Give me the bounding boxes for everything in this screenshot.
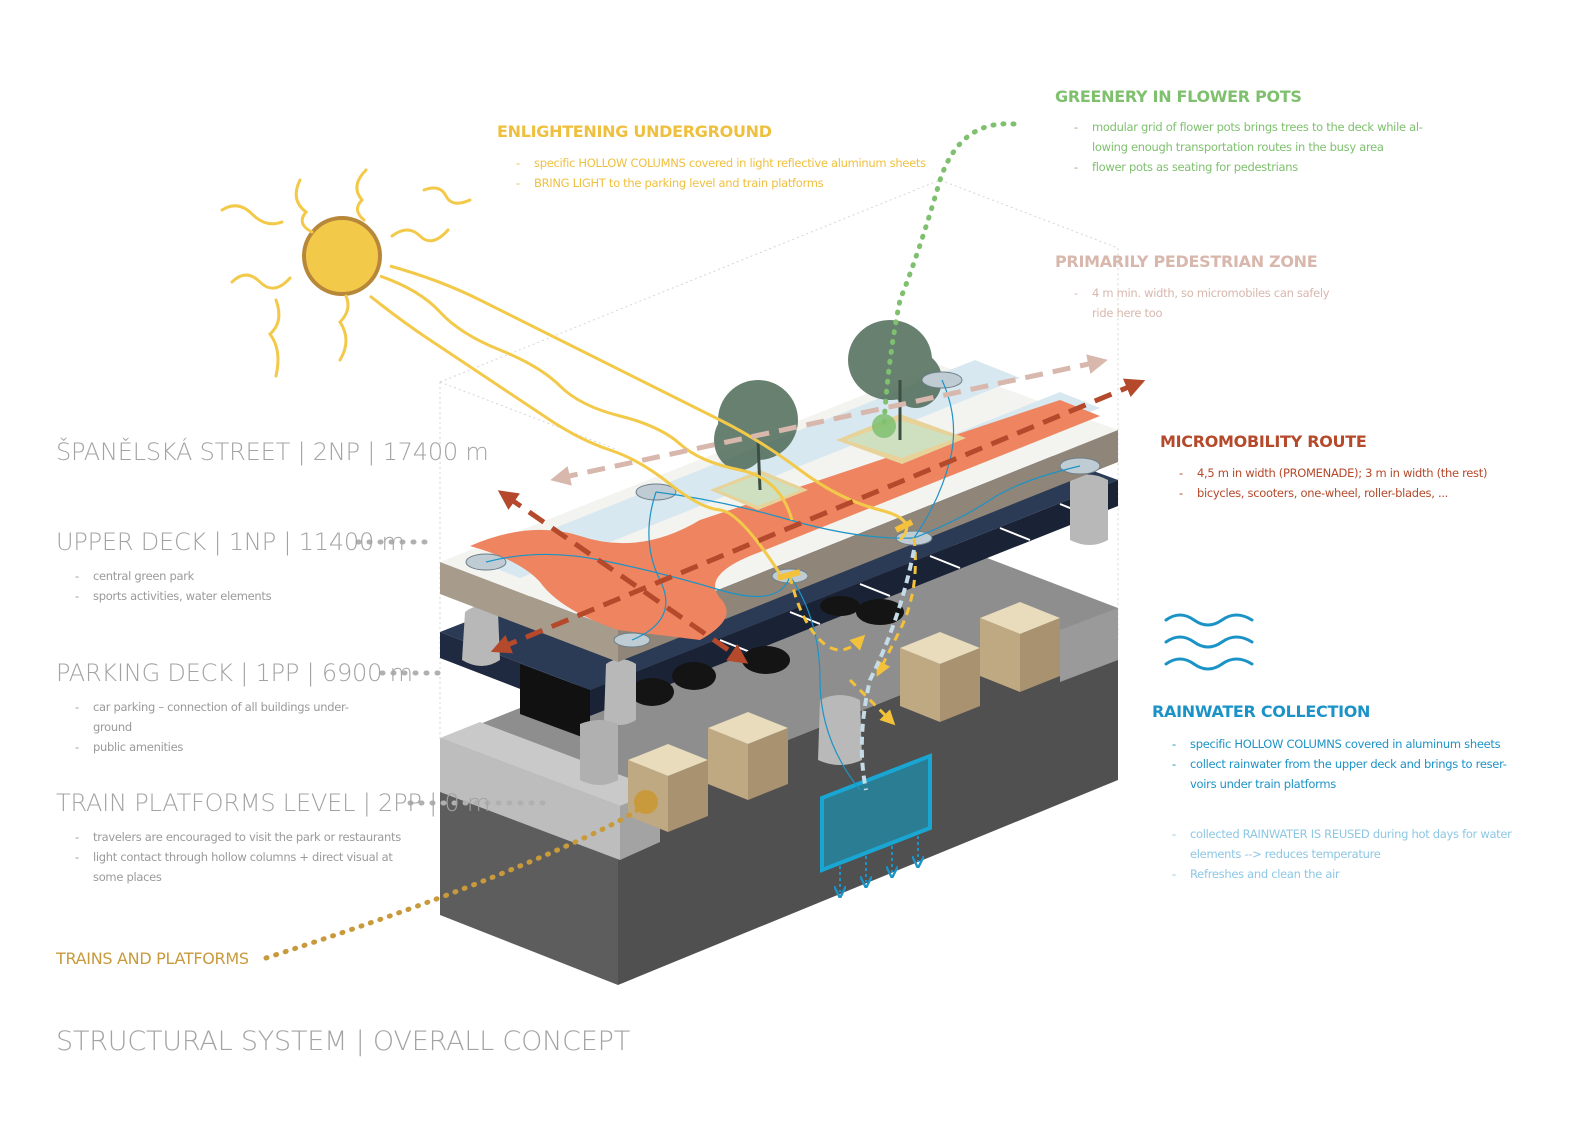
rainwater-title: RAINWATER COLLECTION — [1152, 702, 1371, 721]
micromobility-list: 4,5 m in width (PROMENADE); 3 m in width… — [1179, 463, 1487, 503]
list-item: specific HOLLOW COLUMNS covered in light… — [516, 153, 926, 173]
greenery-pointer — [881, 121, 1017, 427]
list-item: some places — [93, 870, 162, 884]
list-item: light contact through hollow columns + d… — [75, 847, 401, 867]
enlightening-list: specific HOLLOW COLUMNS covered in light… — [516, 153, 926, 193]
list-item: collect rainwater from the upper deck an… — [1172, 754, 1507, 774]
pedestrian-arrow — [550, 354, 1108, 486]
level-street-title: ŠPANĚLSKÁ STREET | 2NP | 17400 m — [56, 438, 489, 466]
level-train-platforms-list: travelers are encouraged to visit the pa… — [75, 827, 401, 887]
list-item: Refreshes and clean the air — [1172, 864, 1512, 884]
enlightening-title: ENLIGHTENING UNDERGROUND — [497, 122, 772, 141]
list-item: 4,5 m in width (PROMENADE); 3 m in width… — [1179, 463, 1487, 483]
list-item: 4 m min. width, so micromobiles can safe… — [1074, 283, 1330, 303]
rainwater-list: specific HOLLOW COLUMNS covered in alumi… — [1172, 734, 1507, 794]
greenery-list: modular grid of flower pots brings trees… — [1074, 117, 1423, 177]
list-item: central green park — [75, 566, 271, 586]
list-item: voirs under train platforms — [1190, 777, 1336, 791]
level-upper-deck-title: UPPER DECK | 1NP | 11400 m — [56, 528, 405, 556]
trains-pointer — [263, 805, 643, 961]
rainwater-reuse-list: collected RAINWATER IS REUSED during hot… — [1172, 824, 1512, 884]
level-train-platforms-title: TRAIN PLATFORMS LEVEL | 2PP | 0 m — [56, 789, 491, 817]
list-item: public amenities — [75, 737, 349, 757]
level-upper-deck-list: central green park sports activities, wa… — [75, 566, 272, 606]
level-parking-deck-list: car parking – connection of all building… — [75, 697, 349, 757]
list-item: bicycles, scooters, one-wheel, roller-bl… — [1179, 483, 1487, 503]
list-item: flower pots as seating for pedestrians — [1074, 157, 1423, 177]
list-item: BRING LIGHT to the parking level and tra… — [516, 173, 926, 193]
list-item: ride here too — [1092, 306, 1163, 320]
list-item: travelers are encouraged to visit the pa… — [75, 827, 401, 847]
trains-and-platforms-label: TRAINS AND PLATFORMS — [56, 949, 249, 968]
list-item: collected RAINWATER IS REUSED during hot… — [1172, 824, 1512, 844]
water-waves-icon — [1164, 613, 1254, 671]
list-item: ground — [93, 720, 132, 734]
list-item: specific HOLLOW COLUMNS covered in alumi… — [1172, 734, 1507, 754]
list-item: lowing enough transportation routes in t… — [1092, 140, 1384, 154]
list-item: elements --> reduces temperature — [1190, 847, 1381, 861]
greenery-title: GREENERY IN FLOWER POTS — [1055, 87, 1302, 106]
pedestrian-title: PRIMARILY PEDESTRIAN ZONE — [1055, 252, 1318, 271]
micromobility-title: MICROMOBILITY ROUTE — [1160, 432, 1367, 451]
list-item: sports activities, water elements — [75, 586, 272, 606]
list-item: modular grid of flower pots brings trees… — [1074, 117, 1423, 137]
list-item: car parking – connection of all building… — [75, 697, 349, 717]
rainwater-reservoir — [820, 753, 932, 873]
pedestrian-list: 4 m min. width, so micromobiles can safe… — [1074, 283, 1330, 323]
level-parking-deck-title: PARKING DECK | 1PP | 6900 m — [56, 659, 413, 687]
footer-title: STRUCTURAL SYSTEM | OVERALL CONCEPT — [56, 1026, 631, 1057]
